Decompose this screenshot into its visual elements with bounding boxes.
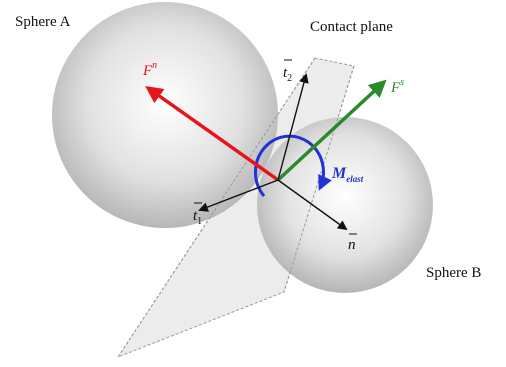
svg-text:t1: t1 (193, 208, 202, 227)
n-label: n (348, 233, 357, 253)
t1-axis-arrow (198, 179, 279, 212)
svg-text:n: n (348, 237, 356, 253)
sphere-b-label: Sphere B (426, 265, 481, 281)
shear-force-label: Fs (390, 77, 404, 96)
plane-edge-back (283, 65, 355, 293)
moment-arc (254, 134, 332, 197)
n-axis-arrow (277, 179, 348, 231)
shear-force-arrow (276, 79, 387, 182)
moment-label: Melast (331, 165, 364, 184)
t2-axis-arrow (277, 73, 309, 181)
normal-force-label: Fn (142, 60, 157, 79)
contact-plane-label: Contact plane (310, 19, 393, 35)
t2-label: t2 (283, 59, 292, 84)
t1-label: t1 (193, 202, 202, 227)
sphere-a (52, 2, 278, 228)
sphere-b (257, 117, 433, 293)
normal-force-arrow (145, 85, 280, 182)
svg-text:t2: t2 (283, 65, 292, 84)
sphere-a-label: Sphere A (15, 14, 71, 30)
